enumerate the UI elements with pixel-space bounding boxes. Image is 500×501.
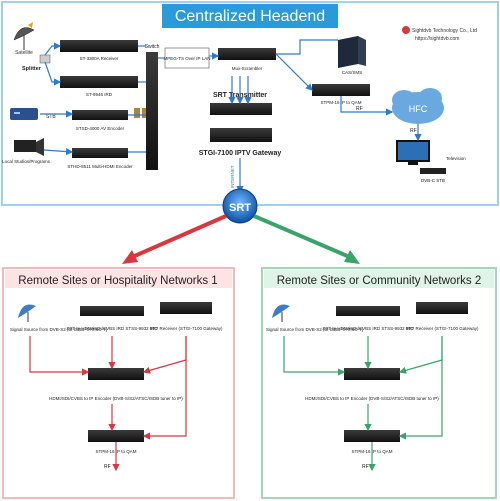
right-dish-icon: [272, 304, 290, 322]
headend-title-bar: [162, 4, 338, 28]
hfc-label: HFC: [409, 104, 428, 114]
left-encoder-device: [88, 368, 144, 380]
right-encoder-label: HDMI/SDI/CVBS to IP Encoder (DVB-S/S2/AT…: [305, 396, 439, 401]
right-title: Remote Sites or Community Networks 2: [277, 275, 482, 287]
left-encoder-label: HDMI/SDI/CVBS to IP Encoder (DVB-S/S2/AT…: [49, 396, 183, 401]
srt-globe-label: SRT: [229, 202, 251, 214]
hdmi-encoder-device: [72, 148, 128, 158]
right-receiver-device: [416, 302, 468, 314]
hfc-cloud-icon: [392, 88, 444, 124]
red-link-arrow: [122, 214, 227, 264]
right-qam-device: [344, 430, 400, 442]
headend-links: [40, 39, 422, 194]
television-icon: [396, 140, 430, 165]
receiver-label: ST-3300A Receiver: [80, 56, 119, 61]
rf-label: RF: [356, 106, 363, 112]
left-receiver-label: SRT Receiver (STGI-7100 Gateway): [149, 326, 223, 331]
connector-icon: [134, 108, 140, 118]
av-encoder-label: STSD-4000 AV Encoder: [76, 126, 125, 131]
left-source-label: Signal Source from DVB-S2 (or ISDB-T/ATS…: [10, 327, 108, 332]
right-title-bar: [264, 270, 494, 288]
mux-device: [218, 48, 276, 60]
headend-title: Centralized Headend: [175, 8, 325, 25]
satellite-label: Satellite: [15, 50, 33, 56]
left-ird-device: [80, 306, 144, 316]
mux-label: Mux-Scrambler: [232, 66, 263, 71]
iptv-gw-device: [210, 128, 272, 142]
switch-device: [146, 52, 158, 170]
receiver-device: [60, 40, 138, 52]
left-dish-icon: [18, 304, 36, 322]
left-ird-label: SRT to HDMI/SDI/CVBS IRD STSS-9932 IRD: [66, 326, 158, 331]
splitter-label: Splitter: [22, 66, 42, 72]
green-link-arrow: [253, 214, 360, 264]
local-label: Local Studios/Programs: [2, 159, 51, 164]
iptv-gw-label: STGI-7100 IPTV Gateway: [199, 150, 282, 157]
rf-label-2: RF: [410, 128, 417, 134]
dvbc-stb-label: DVB-C STB: [421, 178, 445, 183]
camera-icon: [14, 138, 44, 156]
mpeg-ts-label: MPEG-TS Over IP LAN: [164, 56, 211, 61]
right-links: [283, 336, 443, 472]
left-receiver-device: [160, 302, 212, 314]
left-title-bar: [5, 270, 232, 288]
stb-label: STB: [46, 114, 56, 120]
right-encoder-device: [344, 368, 400, 380]
cas-label: CAS/SMS: [342, 70, 362, 75]
right-ird-label: SRT to HDMI/SDI/CVBS IRD STSS-9932 IRD: [322, 326, 414, 331]
switch-label: Switch: [145, 44, 160, 50]
left-rf-label: RF: [104, 464, 111, 470]
av-encoder-device: [72, 110, 128, 120]
left-links: [29, 336, 187, 472]
srt-tx-device: [210, 103, 272, 115]
dvbc-stb-icon: [420, 168, 446, 174]
brand-url: https://sightdvb.com: [415, 36, 459, 42]
brand-logo-icon: [402, 26, 410, 34]
left-title: Remote Sites or Hospitality Networks 1: [18, 275, 217, 287]
srt-globe-icon: [222, 188, 258, 224]
ird-label: ST-9946 IRD: [86, 92, 113, 97]
ird-device: [60, 76, 138, 88]
right-source-label: Signal Source from DVB-S2 (or ISDB-T/ATS…: [266, 327, 364, 332]
right-ird-device: [336, 306, 400, 316]
hdmi-encoder-label: STHD-8511 Multi-HDMI Encoder: [67, 164, 133, 169]
brand-name: Sightdvb Technology Co., Ltd: [412, 28, 477, 34]
qam-device: [312, 84, 370, 96]
right-receiver-label: SRT Receiver (STGI-7100 Gateway): [405, 326, 479, 331]
left-qam-device: [88, 430, 144, 442]
right-rf-label: RF: [362, 464, 369, 470]
internet-label: INTERNET: [230, 165, 235, 188]
tv-label: Television: [446, 156, 466, 161]
stb-icon: [10, 108, 38, 120]
satellite-dish-icon: [13, 22, 35, 50]
splitter-icon: [39, 54, 51, 64]
cas-server-icon: [338, 36, 366, 68]
connector-icon: [142, 108, 148, 118]
